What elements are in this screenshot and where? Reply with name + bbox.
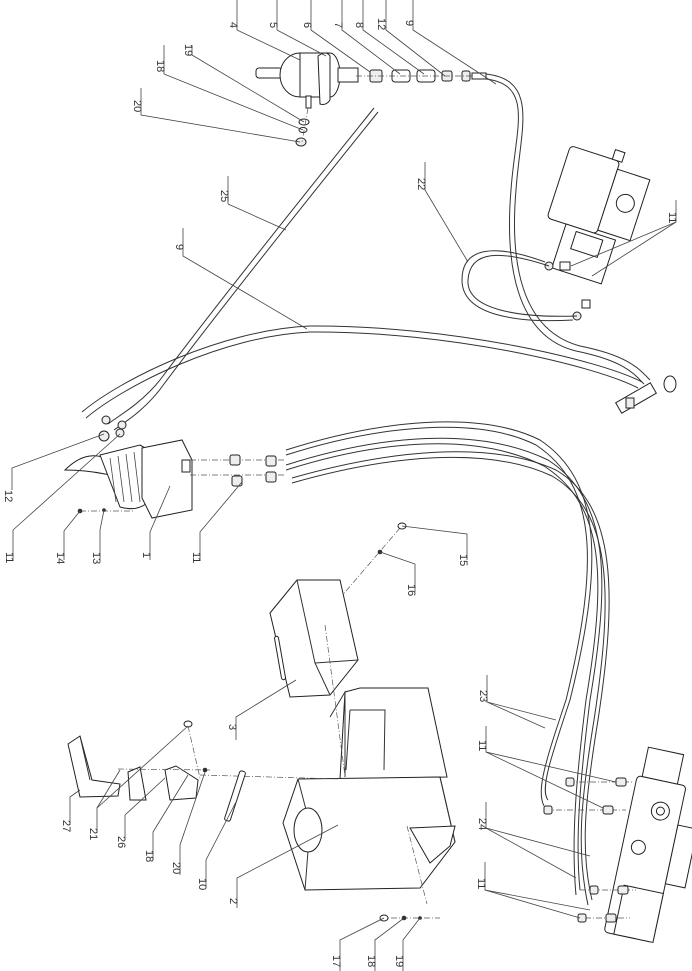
callout-19-bottom: 19 (393, 917, 421, 971)
callout-5: 5 (267, 0, 327, 57)
elbow-fitting-right (614, 375, 677, 414)
callout-20-armrest: 20 (170, 771, 206, 875)
joystick-valve (63, 415, 193, 519)
callout-label: 12 (375, 18, 387, 30)
callout-3: 3 (226, 679, 297, 740)
callout-label: 4 (227, 22, 239, 28)
hose-9-long (81, 325, 643, 419)
strip-10 (224, 770, 246, 822)
callout-label: 7 (332, 22, 344, 28)
callout-label: 12 (2, 490, 14, 502)
callout-26: 26 (115, 777, 166, 848)
callout-18-armrest: 18 (143, 774, 189, 862)
callout-label: 25 (218, 190, 230, 202)
callout-10: 10 (196, 799, 238, 890)
callout-17: 17 (330, 917, 385, 971)
callout-label: 11 (476, 740, 488, 751)
callout-1: 1 (140, 485, 171, 560)
callout-11-valve-upper: 11 (476, 726, 617, 809)
hydraulic-tank (255, 52, 359, 109)
callout-label: 9 (173, 244, 185, 250)
callout-label: 21 (87, 828, 99, 840)
hoses-23-24 (285, 421, 610, 906)
callout-label: 18 (365, 955, 377, 967)
hose-22 (461, 250, 578, 322)
callout-label: 19 (393, 955, 405, 967)
callout-label: 11 (666, 212, 678, 223)
callout-2: 2 (227, 824, 339, 908)
callout-label: 13 (90, 552, 102, 564)
callout-6: 6 (301, 0, 371, 73)
armrest-bracket (67, 720, 211, 801)
callout-7: 7 (332, 0, 401, 75)
callout-13: 13 (90, 509, 105, 564)
callout-label: 1 (140, 552, 152, 558)
directional-control-valve (604, 746, 692, 944)
bolt-washers-17-18-19 (379, 914, 440, 922)
callout-18-bottom: 18 (365, 917, 405, 971)
callout-label: 3 (226, 724, 238, 730)
callout-9-top: 9 (403, 0, 497, 85)
callout-21: 21 (87, 725, 189, 840)
callout-4: 4 (227, 0, 301, 61)
hose-9-top (485, 73, 651, 385)
callout-label: 15 (457, 554, 469, 566)
callout-label: 8 (353, 22, 365, 28)
callout-label: 20 (170, 862, 182, 874)
callout-label: 17 (330, 955, 342, 967)
callout-25: 25 (218, 176, 287, 231)
hose-25 (107, 107, 379, 431)
callout-11-joystick-fittings: 11 (190, 481, 243, 563)
callout-22: 22 (415, 162, 469, 263)
callout-20-top: 20 (131, 88, 301, 143)
callout-14: 14 (54, 510, 81, 564)
callout-11-joystick: 11 (3, 433, 121, 563)
callout-label: 11 (3, 552, 15, 563)
bolt-washer-15-16 (339, 522, 407, 599)
callout-27: 27 (60, 789, 81, 832)
joystick-fittings (190, 454, 286, 487)
callout-label: 14 (54, 552, 66, 564)
callout-9-mid: 9 (173, 228, 308, 330)
callout-label: 16 (405, 584, 417, 596)
callout-label: 19 (182, 44, 194, 56)
hydraulic-pump (547, 146, 651, 285)
callout-label: 20 (131, 100, 143, 112)
callout-label: 10 (196, 878, 208, 890)
callout-12-top: 12 (375, 0, 446, 77)
washers-top (295, 107, 310, 147)
callout-label: 2 (227, 898, 239, 904)
callout-label: 22 (415, 178, 427, 190)
callout-label: 11 (190, 552, 202, 563)
callout-12-joystick: 12 (2, 433, 105, 502)
callout-label: 24 (476, 818, 488, 830)
inline-fittings-top (356, 69, 487, 83)
callout-label: 23 (477, 690, 489, 702)
callout-label: 5 (267, 22, 279, 28)
callout-15: 15 (401, 525, 469, 566)
callout-24: 24 (476, 802, 591, 879)
valve-fittings (543, 777, 636, 923)
console-box-2 (199, 624, 456, 905)
callout-11-valve-lower: 11 (475, 862, 591, 919)
callout-label: 6 (301, 22, 313, 28)
callout-label: 26 (115, 836, 127, 848)
cover-3 (269, 579, 359, 698)
callout-23: 23 (477, 675, 557, 729)
callout-label: 18 (154, 60, 166, 72)
callout-11-pump: 11 (570, 200, 678, 277)
callout-18-top: 18 (154, 45, 304, 131)
callout-16: 16 (379, 551, 417, 596)
callout-19-top: 19 (182, 44, 305, 123)
callout-8: 8 (353, 0, 425, 75)
callout-label: 18 (143, 850, 155, 862)
callout-label: 27 (60, 820, 72, 832)
callout-label: 11 (475, 878, 487, 889)
callout-label: 9 (403, 20, 415, 26)
